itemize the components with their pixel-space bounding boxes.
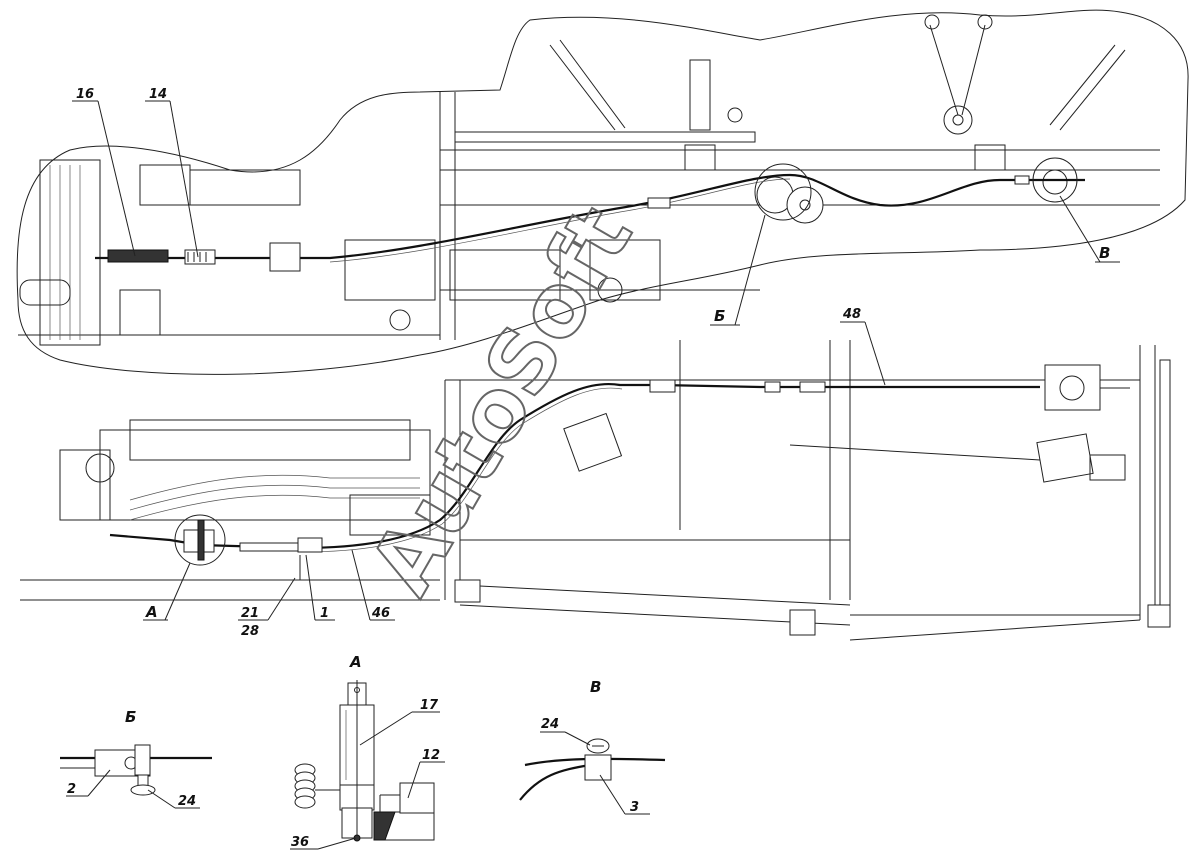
callout-v: В <box>1099 244 1110 262</box>
brake-mechanism-right-upper <box>1044 364 1101 411</box>
brake-lever-pivot <box>1042 169 1068 195</box>
detail-a-spring <box>294 763 340 809</box>
top-view-outline <box>16 9 1189 375</box>
cab-levers <box>549 14 1126 135</box>
detail-circle-a <box>174 514 226 566</box>
engine-mount <box>119 289 161 336</box>
detail-v-cable-1 <box>519 763 591 801</box>
detail-b: Б 2 24 <box>60 708 212 809</box>
radiator-hose <box>19 279 71 306</box>
callout-46: 46 <box>371 606 390 621</box>
cable-sleeve-nut <box>647 197 671 209</box>
detail-circle-b-top <box>754 163 812 221</box>
detail-a: А 17 12 36 <box>290 653 445 850</box>
bottom-brake-cable <box>109 383 1040 550</box>
detail-v-title: В <box>590 678 601 696</box>
detail-v-label-3: 3 <box>630 800 639 815</box>
cable-adjuster <box>239 542 301 552</box>
engine-lower <box>99 429 431 521</box>
top-brake-cable <box>95 173 1085 260</box>
cable-sleeve-nut-bottom <box>649 379 676 393</box>
detail-a-label-17: 17 <box>420 698 439 713</box>
callout-21: 21 <box>241 606 259 621</box>
frame-box-right <box>1147 604 1171 628</box>
watermark: AutoSoft <box>352 190 652 610</box>
cab-floor <box>454 131 756 143</box>
detail-a-label-12: 12 <box>422 748 440 763</box>
bracket-right <box>974 144 1006 171</box>
brake-mechanism-center <box>563 412 623 472</box>
bracket-left <box>684 144 716 171</box>
bottom-assembly-view <box>17 340 1171 641</box>
callout-16: 16 <box>76 87 94 102</box>
radiator <box>39 159 101 346</box>
detail-b-screw-24 <box>130 784 156 796</box>
cable-pulley-2 <box>786 186 824 224</box>
gearbox <box>344 239 436 301</box>
transfer-case <box>449 249 561 301</box>
detail-a-title: А <box>349 653 362 671</box>
top-assembly-view <box>16 9 1189 375</box>
callout-1: 1 <box>320 606 329 621</box>
bottom-view-outline <box>17 340 1150 640</box>
detail-a-label-36: 36 <box>291 835 309 850</box>
callout-14: 14 <box>149 87 167 102</box>
detail-v-clamp-3 <box>584 754 612 781</box>
cable-anchor-bracket <box>269 242 301 272</box>
frame-box-mid <box>789 609 816 636</box>
engine-head <box>189 169 301 206</box>
part-21-bracket <box>275 555 301 581</box>
detail-v: В 24 3 <box>519 678 666 815</box>
gearbox-housing <box>589 239 661 301</box>
exhaust-manifold <box>129 419 411 461</box>
detail-b-label-2: 2 <box>67 782 76 797</box>
detail-circle-v <box>1032 157 1078 203</box>
callout-be: Б <box>714 307 725 325</box>
detail-v-cable-2 <box>524 757 666 767</box>
part-16-rod <box>107 249 169 263</box>
callout-48: 48 <box>842 307 861 322</box>
detail-v-label-24: 24 <box>541 717 559 732</box>
frame-box-left <box>454 579 481 603</box>
part-1-nut <box>297 537 323 553</box>
detail-b-title: Б <box>125 708 136 726</box>
callout-28: 28 <box>241 624 259 639</box>
detail-b-label-24: 24 <box>178 794 196 809</box>
flywheel-housing <box>59 449 111 521</box>
callouts: 16 14 В Б 48 А 21 28 1 46 <box>72 87 1120 639</box>
brake-mechanism-right-lower <box>1036 433 1094 483</box>
callout-a: А <box>145 603 158 621</box>
